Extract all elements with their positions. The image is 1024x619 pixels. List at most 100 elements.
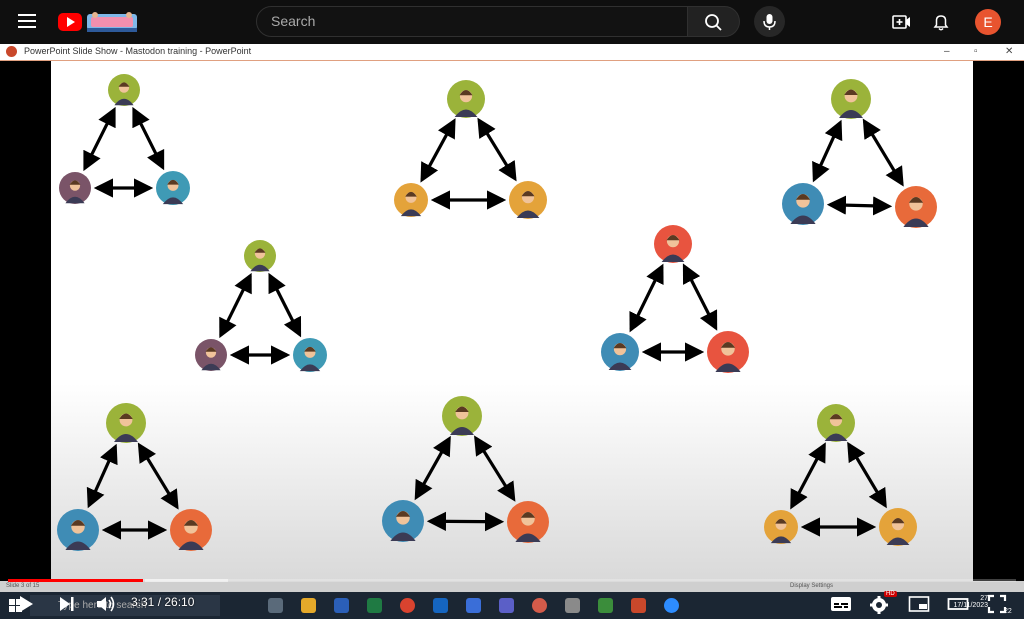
- settings-icon[interactable]: [869, 593, 891, 615]
- double-arrow: [420, 118, 456, 183]
- menu-icon[interactable]: [18, 13, 38, 29]
- triangle-group: [57, 403, 212, 551]
- double-arrow: [682, 263, 718, 331]
- triangle-group: [195, 240, 327, 372]
- play-icon[interactable]: [16, 594, 36, 614]
- person-avatar: [57, 509, 99, 551]
- taskbar-app-icon[interactable]: [598, 598, 613, 613]
- create-icon[interactable]: [891, 12, 911, 32]
- person-avatar: [447, 80, 485, 118]
- person-avatar: [654, 225, 692, 263]
- time-display: 3:31 / 26:10: [131, 595, 194, 609]
- triangle-group: [382, 396, 549, 543]
- taskbar-app-icon[interactable]: [532, 598, 547, 613]
- restore-button[interactable]: ▫: [974, 46, 978, 57]
- double-arrow: [477, 117, 517, 182]
- double-arrow: [812, 119, 843, 183]
- theater-icon[interactable]: [947, 595, 969, 613]
- search-button[interactable]: [688, 6, 740, 37]
- windows-taskbar: Type here to search: [0, 592, 1024, 619]
- powerpoint-window-title: PowerPoint Slide Show - Mastodon trainin…: [24, 46, 252, 56]
- volume-icon[interactable]: [95, 594, 117, 614]
- double-arrow: [629, 263, 664, 333]
- double-arrow: [426, 511, 505, 532]
- person-avatar: [509, 181, 547, 219]
- search-icon: [705, 14, 722, 31]
- double-arrow: [474, 435, 516, 502]
- teams-icon[interactable]: [499, 598, 514, 613]
- slide-indicator: Slide 3 of 15: [6, 583, 40, 589]
- mic-icon: [763, 14, 776, 30]
- triangle-group: [601, 225, 749, 373]
- account-avatar[interactable]: E: [975, 9, 1001, 35]
- windows-icon[interactable]: [9, 599, 23, 613]
- person-avatar: [442, 396, 482, 436]
- person-avatar: [108, 74, 140, 106]
- hd-badge: HD: [884, 591, 897, 597]
- double-arrow: [268, 272, 302, 338]
- triangle-group: [394, 80, 547, 219]
- current-time: 3:31: [131, 595, 155, 609]
- powerpoint-titlebar: PowerPoint Slide Show - Mastodon trainin…: [0, 44, 1024, 61]
- excel-icon[interactable]: [367, 598, 382, 613]
- video-progress-bar[interactable]: [8, 579, 1016, 582]
- person-avatar: [707, 331, 749, 373]
- youtube-header: Search E: [0, 0, 1024, 44]
- person-avatar: [156, 171, 190, 205]
- notification-count: 22: [1004, 608, 1012, 615]
- double-arrow: [826, 195, 893, 216]
- triangle-group: [782, 79, 937, 228]
- clock-date: 17/11/2023: [953, 602, 988, 609]
- taskbar-app-icon[interactable]: [268, 598, 283, 613]
- person-avatar: [764, 510, 798, 544]
- taskbar-app-icon[interactable]: [565, 598, 580, 613]
- double-arrow: [862, 118, 904, 187]
- video-player[interactable]: [0, 61, 1024, 592]
- taskbar-app-icon[interactable]: [466, 598, 481, 613]
- voice-search-button[interactable]: [754, 6, 785, 37]
- outlook-icon[interactable]: [433, 598, 448, 613]
- search-input[interactable]: Search: [256, 6, 688, 37]
- person-avatar: [106, 403, 146, 443]
- person-avatar: [195, 339, 227, 371]
- powerpoint-statusbar: Slide 3 of 15 Display Settings: [0, 581, 1024, 592]
- progress-buffered: [145, 579, 228, 582]
- bell-icon[interactable]: [931, 12, 951, 32]
- duration: 26:10: [164, 595, 195, 609]
- person-avatar: [244, 240, 276, 272]
- youtube-logo[interactable]: [57, 8, 143, 36]
- fullscreen-icon[interactable]: [986, 593, 1008, 615]
- taskbar-app-icon[interactable]: [301, 598, 316, 613]
- double-arrow: [847, 441, 887, 509]
- miniplayer-icon[interactable]: [908, 595, 930, 613]
- double-arrow: [414, 435, 451, 501]
- person-avatar: [507, 501, 549, 543]
- person-avatar: [601, 333, 639, 371]
- double-arrow: [790, 442, 826, 510]
- minimize-button[interactable]: –: [944, 46, 950, 57]
- double-arrow: [219, 272, 252, 339]
- clock-time: 27: [980, 595, 988, 602]
- person-avatar: [879, 508, 917, 546]
- progress-played: [8, 579, 144, 582]
- person-avatar: [782, 183, 824, 225]
- person-avatar: [817, 404, 855, 442]
- double-arrow: [137, 442, 179, 510]
- double-arrow: [86, 443, 118, 509]
- person-avatar: [59, 172, 91, 204]
- chrome-icon[interactable]: [400, 598, 415, 613]
- person-avatar: [831, 79, 871, 119]
- next-icon[interactable]: [57, 594, 77, 614]
- double-arrow: [83, 106, 116, 172]
- word-icon[interactable]: [334, 598, 349, 613]
- person-avatar: [382, 500, 424, 542]
- captions-icon[interactable]: [830, 595, 852, 613]
- person-avatar: [170, 509, 212, 551]
- display-settings-button[interactable]: Display Settings: [790, 583, 834, 589]
- powerpoint-taskbar-icon[interactable]: [631, 598, 646, 613]
- close-button[interactable]: ✕: [1005, 46, 1014, 57]
- triangle-diagram: [57, 74, 937, 551]
- taskbar-clock: 27 17/11/2023: [944, 595, 988, 609]
- triangle-group: [59, 74, 190, 205]
- zoom-icon[interactable]: [664, 598, 679, 613]
